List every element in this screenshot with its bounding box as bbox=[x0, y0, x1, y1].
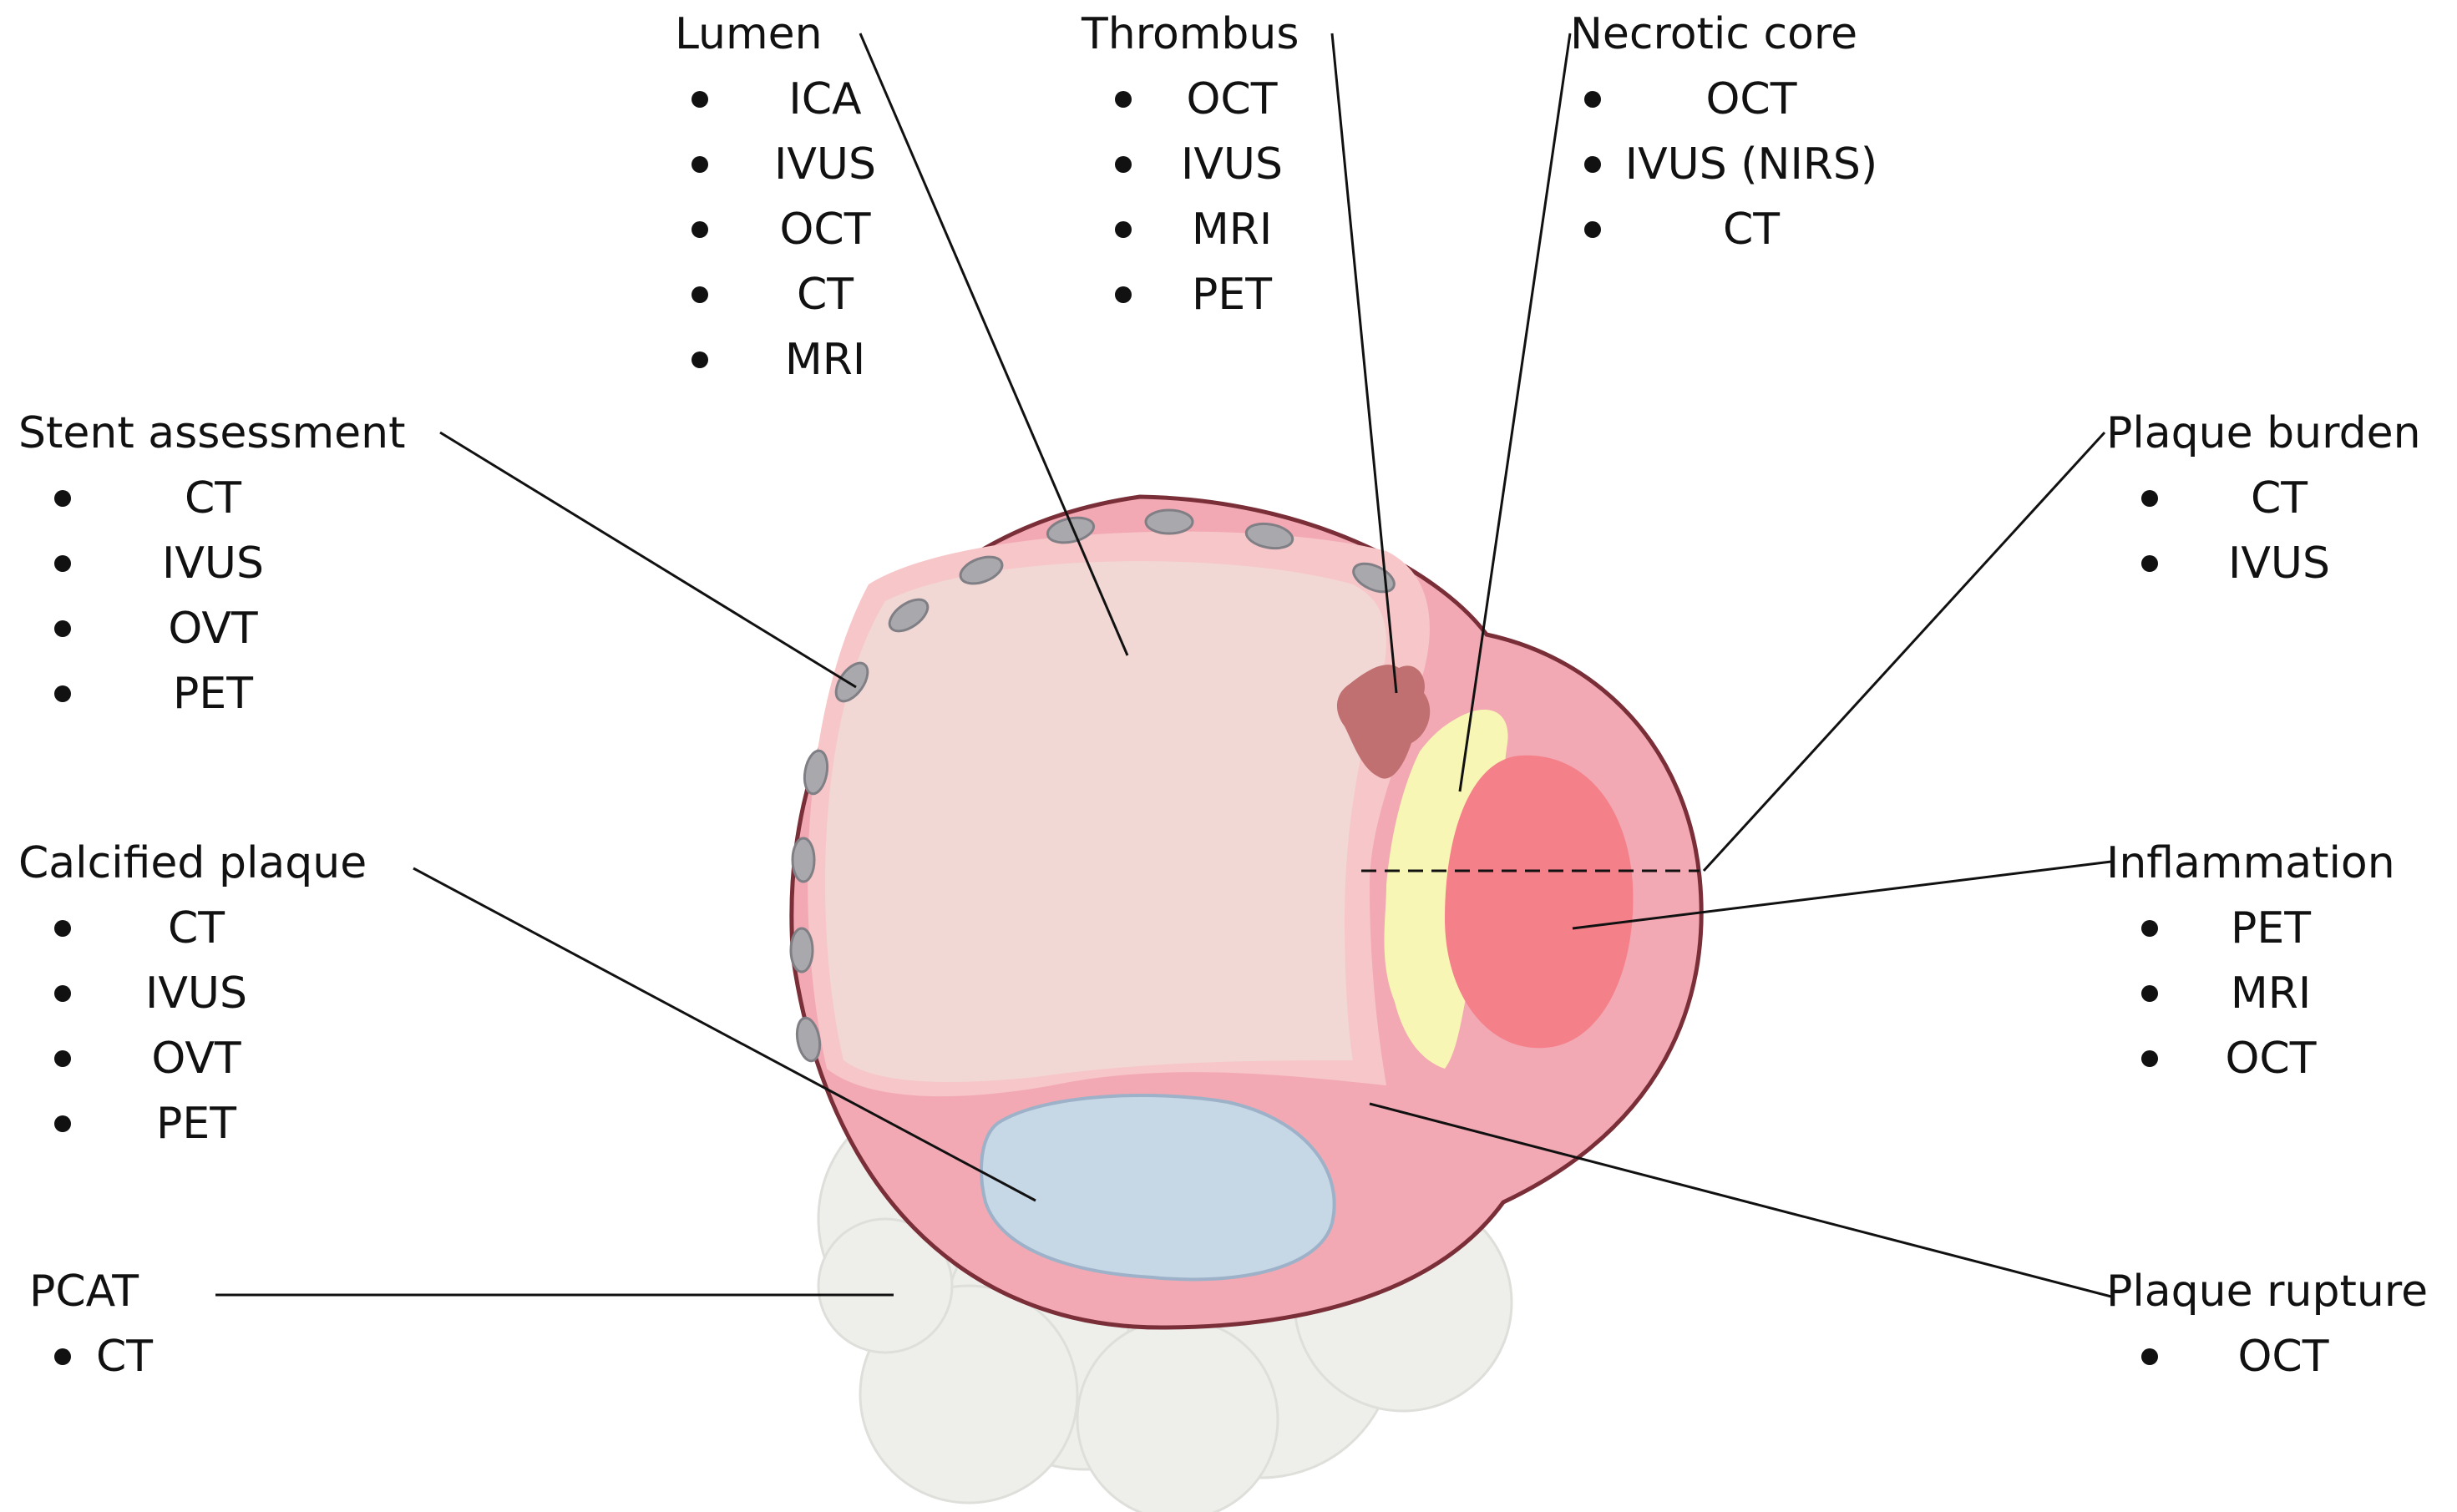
callout-title: Plaque burden bbox=[2106, 408, 2421, 458]
list-item: CT bbox=[54, 466, 338, 531]
bullet-icon bbox=[2141, 490, 2158, 507]
bullet-icon bbox=[1115, 221, 1132, 238]
callout-necrotic-core: Necrotic core OCT IVUS (NIRS) CT bbox=[1570, 2, 1904, 262]
bullet-icon bbox=[692, 221, 708, 238]
list-item: MRI bbox=[2141, 961, 2367, 1026]
callout-title: Stent assessment bbox=[18, 408, 406, 458]
callout-title: Thrombus bbox=[1082, 9, 1299, 59]
bullet-icon bbox=[692, 156, 708, 173]
callout-plaque-rupture: Plaque rupture OCT bbox=[2106, 1259, 2449, 1389]
bullet-icon bbox=[1115, 91, 1132, 108]
callout-lumen: Lumen ICA IVUS OCT CT MRI bbox=[675, 2, 925, 392]
bullet-icon bbox=[1584, 156, 1601, 173]
bullet-list: OCT IVUS (NIRS) CT bbox=[1584, 67, 1885, 262]
leader-calcified-plaque bbox=[413, 867, 1036, 1202]
leader-necrotic-core bbox=[1458, 33, 1572, 792]
callout-title: Calcified plaque bbox=[18, 838, 367, 888]
bullet-icon bbox=[54, 985, 71, 1002]
list-item: IVUS bbox=[54, 961, 305, 1026]
callout-pcat: PCAT CT bbox=[29, 1259, 213, 1389]
leader-thrombus bbox=[1330, 33, 1398, 694]
stent-struts bbox=[789, 508, 1396, 1063]
list-item: MRI bbox=[1115, 197, 1315, 262]
callout-title: Inflammation bbox=[2106, 838, 2395, 888]
list-item: OCT bbox=[2141, 1324, 2392, 1389]
bullet-icon bbox=[54, 1050, 71, 1067]
list-item: PET bbox=[54, 661, 338, 726]
list-item: PET bbox=[54, 1091, 305, 1156]
inflammation-zone bbox=[1445, 755, 1634, 1049]
bullet-list: CT bbox=[54, 1324, 205, 1389]
thrombus bbox=[1336, 665, 1431, 779]
callout-plaque-burden: Plaque burden CT IVUS bbox=[2106, 401, 2440, 596]
list-item: CT bbox=[692, 262, 925, 327]
leader-plaque-rupture bbox=[1369, 1102, 2112, 1298]
bullet-list: OCT bbox=[2141, 1324, 2392, 1389]
list-item: CT bbox=[2141, 466, 2384, 531]
list-item: IVUS bbox=[692, 132, 925, 197]
bullet-icon bbox=[54, 920, 71, 937]
list-item: PET bbox=[1115, 262, 1315, 327]
list-item: CT bbox=[1584, 197, 1885, 262]
bullet-icon bbox=[692, 351, 708, 368]
callout-title: Necrotic core bbox=[1570, 9, 1858, 59]
callout-inflammation: Inflammation PET MRI OCT bbox=[2106, 831, 2440, 1091]
bullet-icon bbox=[2141, 920, 2158, 937]
bullet-icon bbox=[2141, 1050, 2158, 1067]
list-item: IVUS bbox=[1115, 132, 1315, 197]
bullet-icon bbox=[1584, 221, 1601, 238]
leader-inflammation bbox=[1572, 860, 2112, 930]
list-item: CT bbox=[54, 1324, 205, 1389]
list-item: OCT bbox=[1115, 67, 1315, 132]
bullet-icon bbox=[1584, 91, 1601, 108]
bullet-icon bbox=[1115, 156, 1132, 173]
bullet-list: CT IVUS OVT PET bbox=[54, 466, 338, 726]
bullet-list: OCT IVUS MRI PET bbox=[1115, 67, 1315, 327]
calcified-plaque bbox=[980, 1094, 1336, 1282]
bullet-list: ICA IVUS OCT CT MRI bbox=[692, 67, 925, 392]
callout-calcified-plaque: Calcified plaque CT IVUS OVT PET bbox=[18, 831, 419, 1156]
bullet-icon bbox=[692, 91, 708, 108]
callout-stent-assessment: Stent assessment CT IVUS OVT PET bbox=[18, 401, 453, 726]
list-item: OCT bbox=[2141, 1026, 2367, 1091]
list-item: OVT bbox=[54, 1026, 305, 1091]
bullet-icon bbox=[2141, 1348, 2158, 1365]
bullet-icon bbox=[54, 490, 71, 507]
callout-title: PCAT bbox=[29, 1267, 139, 1317]
list-item: OCT bbox=[692, 197, 925, 262]
bullet-list: PET MRI OCT bbox=[2141, 896, 2367, 1091]
list-item: IVUS bbox=[2141, 531, 2384, 596]
list-item: MRI bbox=[692, 327, 925, 392]
list-item: OCT bbox=[1584, 67, 1885, 132]
lumen bbox=[824, 561, 1386, 1082]
bullet-icon bbox=[54, 1115, 71, 1132]
leader-stent-assessment bbox=[439, 431, 857, 689]
list-item: ICA bbox=[692, 67, 925, 132]
callout-title: Plaque rupture bbox=[2106, 1267, 2429, 1317]
bullet-icon bbox=[692, 286, 708, 303]
leader-plaque-burden bbox=[1702, 431, 2106, 872]
bullet-icon bbox=[54, 1348, 71, 1365]
list-item: IVUS (NIRS) bbox=[1584, 132, 1885, 197]
callout-title: Lumen bbox=[675, 9, 823, 59]
bullet-icon bbox=[2141, 555, 2158, 572]
list-item: OVT bbox=[54, 596, 338, 661]
callout-thrombus: Thrombus OCT IVUS MRI PET bbox=[1082, 2, 1332, 327]
list-item: PET bbox=[2141, 896, 2367, 961]
bullet-icon bbox=[54, 555, 71, 572]
bullet-icon bbox=[54, 685, 71, 702]
leader-lumen bbox=[859, 33, 1129, 656]
bullet-icon bbox=[1115, 286, 1132, 303]
leader-lines bbox=[215, 33, 2112, 1298]
bullet-list: CT IVUS OVT PET bbox=[54, 896, 305, 1156]
bullet-icon bbox=[2141, 985, 2158, 1002]
bullet-list: CT IVUS bbox=[2141, 466, 2384, 596]
bullet-icon bbox=[54, 620, 71, 637]
list-item: IVUS bbox=[54, 531, 338, 596]
list-item: CT bbox=[54, 896, 305, 961]
